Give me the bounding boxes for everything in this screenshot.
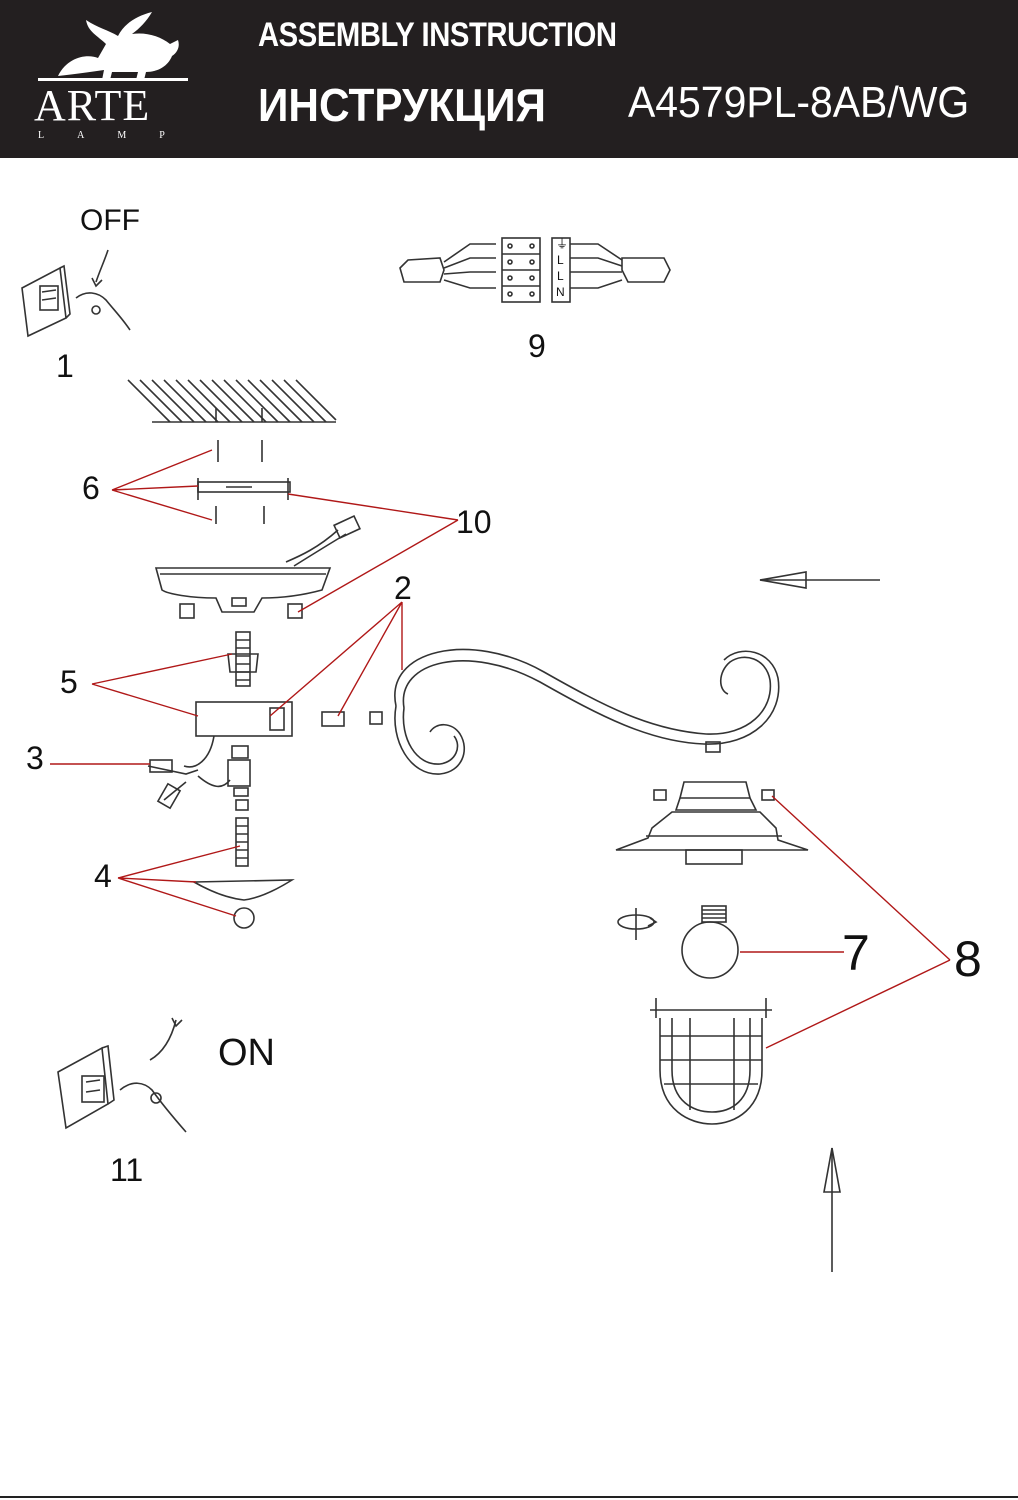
rotate-icon xyxy=(617,908,658,940)
threaded-nipple-icon xyxy=(227,631,259,687)
terminal-mark-l1: L xyxy=(557,253,564,267)
switch-on-label: ON xyxy=(218,1032,275,1074)
callout-5: 5 xyxy=(60,664,78,700)
finial-cup-icon xyxy=(191,879,295,929)
arrow-up-icon xyxy=(823,1147,841,1272)
leader-lines xyxy=(50,449,951,1049)
socket-wires-icon xyxy=(147,745,251,811)
arrow-left-icon xyxy=(759,571,880,589)
wall-switch-off-icon xyxy=(21,249,131,338)
callout-9: 9 xyxy=(528,328,546,364)
mounting-bar-icon xyxy=(197,478,291,500)
mounting-screws-icon xyxy=(215,440,265,524)
model-number: A4579PL-8AB/WG xyxy=(628,78,970,127)
callout-7: 7 xyxy=(842,925,870,981)
griffin-logo-icon xyxy=(38,12,188,81)
ceiling-icon xyxy=(127,379,337,423)
lamp-shade-icon xyxy=(615,781,809,865)
assembly-diagram xyxy=(21,237,951,1272)
bottom-rule xyxy=(0,1496,1018,1498)
callout-3: 3 xyxy=(26,740,44,776)
terminal-mark-n: N xyxy=(556,285,565,299)
header-banner: ARTE LAMP ASSEMBLY INSTRUCTION ИНСТРУКЦИ… xyxy=(0,0,1018,158)
callout-4: 4 xyxy=(94,858,112,894)
callout-10: 10 xyxy=(456,504,492,540)
callout-6: 6 xyxy=(82,470,100,506)
lower-rod-icon xyxy=(235,817,249,867)
callout-1: 1 xyxy=(56,348,74,384)
title-russian: ИНСТРУКЦИЯ xyxy=(258,79,546,131)
scroll-arm-icon xyxy=(321,648,780,775)
canopy-icon xyxy=(154,514,361,619)
title-english: ASSEMBLY INSTRUCTION xyxy=(258,16,617,54)
terminal-mark-l2: L xyxy=(557,269,564,283)
brand-name: ARTE xyxy=(34,81,151,130)
wall-switch-on-icon xyxy=(57,1017,187,1133)
terminal-block-icon xyxy=(399,237,671,303)
callout-8: 8 xyxy=(954,931,982,987)
callout-11: 11 xyxy=(110,1152,144,1188)
light-bulb-icon xyxy=(681,905,739,979)
callout-2: 2 xyxy=(394,570,412,606)
brand-subtitle: LAMP xyxy=(38,130,198,141)
cage-guard-icon xyxy=(650,998,772,1125)
terminal-mark-earth: ⏚ xyxy=(556,237,569,251)
switch-off-label: OFF xyxy=(80,204,140,237)
connector-box-icon xyxy=(183,701,293,768)
